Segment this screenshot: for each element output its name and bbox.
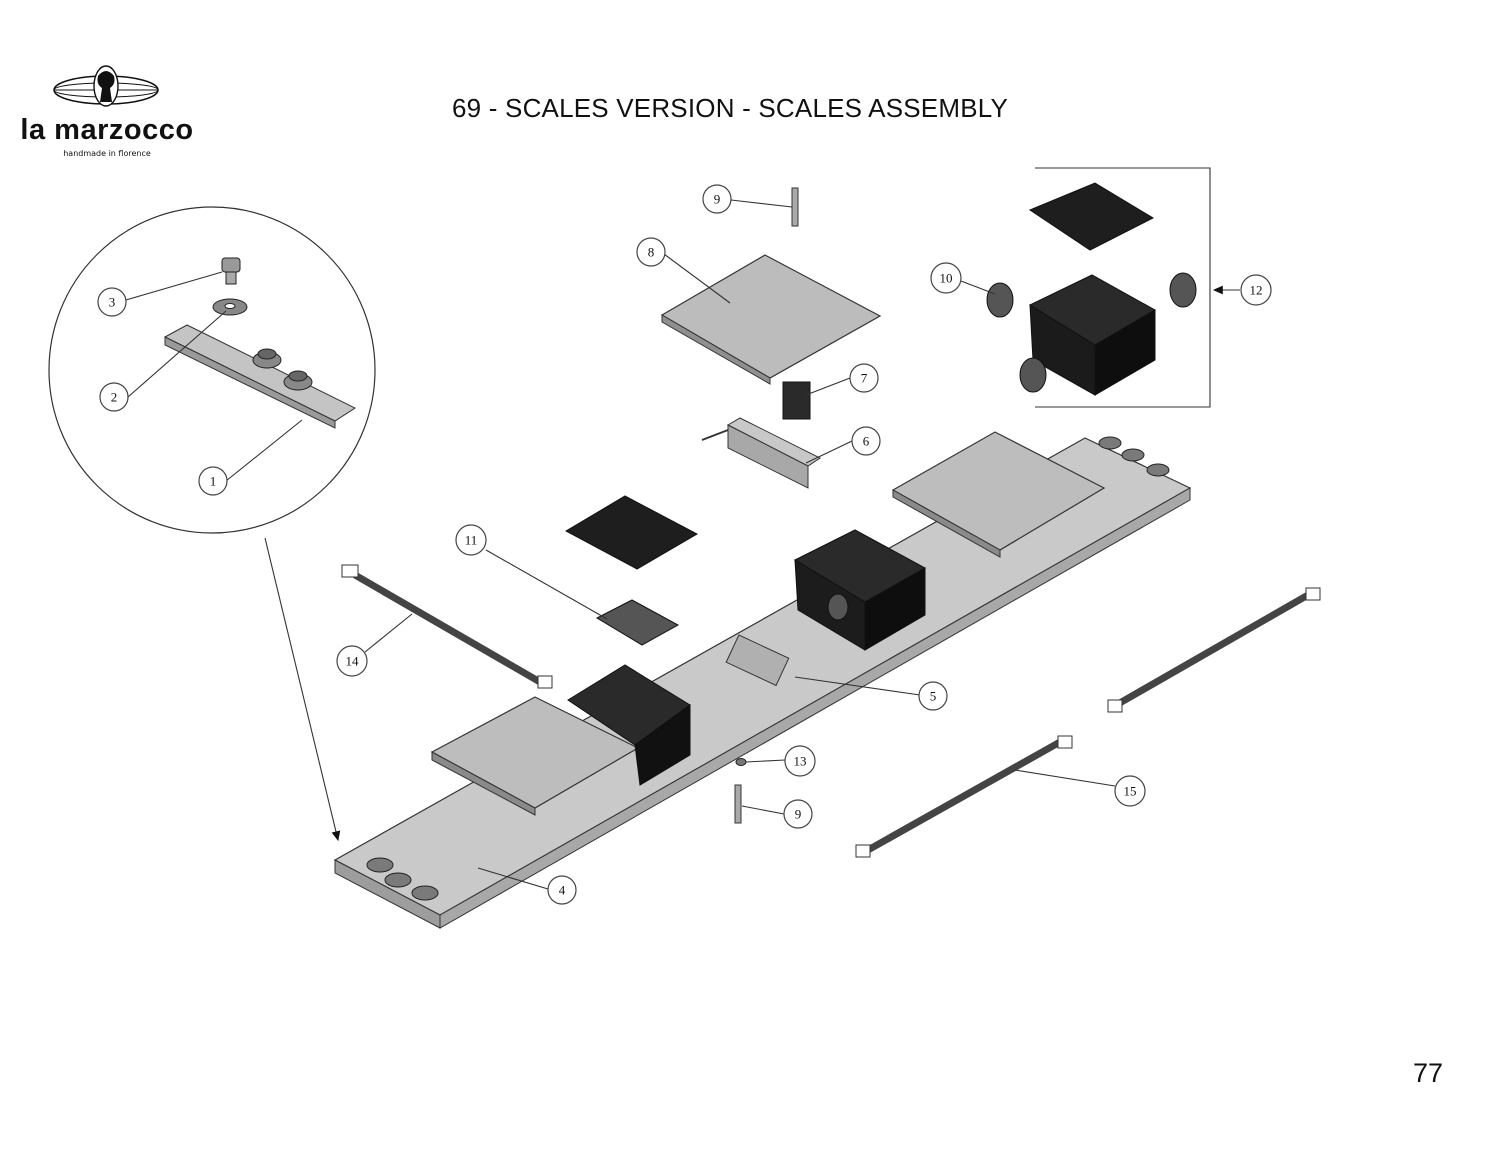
svg-text:10: 10 [940,271,953,286]
callout-6: 6 [851,426,881,456]
logo-wordmark: la marzocco [20,114,194,146]
pcb-board [595,599,680,646]
svg-text:2: 2 [111,390,118,405]
cable-14 [341,564,553,689]
svg-text:8: 8 [648,245,655,260]
svg-text:12: 12 [1250,283,1263,298]
screw-bottom [734,784,742,824]
callout-9-top: 9 [702,184,732,214]
box-lid [1028,182,1155,251]
callout-1: 1 [198,466,228,496]
svg-text:11: 11 [465,533,478,548]
svg-text:7: 7 [861,371,868,386]
callout-7: 7 [849,363,879,393]
page-number: 77 [1413,1058,1444,1088]
svg-text:6: 6 [863,434,870,449]
callout-9-bottom: 9 [783,799,813,829]
callout-14: 14 [336,645,368,677]
cable-15 [855,735,1073,858]
callout-10: 10 [930,262,962,294]
screw-top [791,187,799,227]
logo-tagline: handmade in florence [63,149,151,158]
callout-12: 12 [1240,274,1272,306]
callout-5: 5 [918,681,948,711]
callout-8: 8 [636,237,666,267]
svg-text:3: 3 [109,295,116,310]
svg-text:5: 5 [930,689,937,704]
svg-text:9: 9 [714,192,721,207]
svg-text:14: 14 [346,654,360,669]
callout-4: 4 [547,875,577,905]
svg-text:13: 13 [794,754,807,769]
platter-top [660,254,882,379]
callout-15: 15 [1114,775,1146,807]
connector-block [782,381,811,420]
svg-text:9: 9 [795,807,802,822]
callout-2: 2 [99,382,129,412]
svg-text:1: 1 [210,474,217,489]
svg-text:15: 15 [1124,784,1137,799]
globe-lion-icon [53,65,159,107]
detail-view-circle [48,206,376,842]
cover-pad [564,495,699,570]
callout-11: 11 [455,524,487,556]
svg-text:4: 4 [559,883,566,898]
cable-right [1107,587,1321,713]
callout-13: 13 [784,745,816,777]
callout-3: 3 [97,287,127,317]
page-title: 69 - SCALES VERSION - SCALES ASSEMBLY [452,93,1009,123]
brand-logo: la marzocco handmade in florence [14,62,200,162]
